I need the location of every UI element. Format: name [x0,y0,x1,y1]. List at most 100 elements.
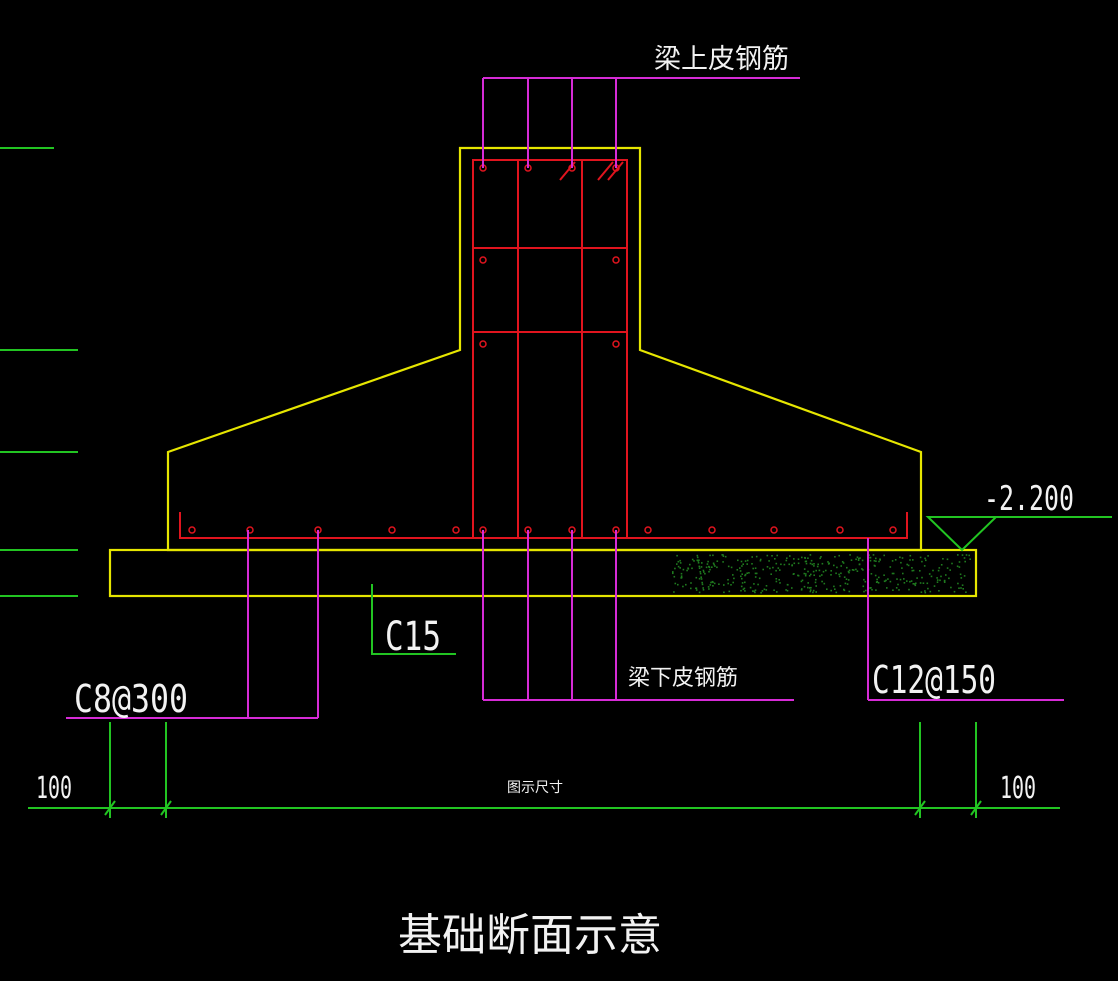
hatch-dot [924,591,927,594]
hatch-dot [921,576,923,579]
hatch-dot [679,562,682,564]
hatch-dot [828,562,830,565]
hatch-dot [961,584,964,586]
hatch-dot [700,566,703,568]
hatch-dot [709,554,711,557]
hatch-dot [804,560,807,563]
cushion-layer-outline [108,548,978,598]
hatch-dot [852,569,855,571]
hatch-dot [951,562,953,565]
hatch-dot [823,582,826,585]
hatch-dot [740,560,743,563]
hatch-dot [876,578,878,581]
hatch-dot [834,556,836,558]
hatch-dot [698,591,701,594]
hatch-dot [896,578,898,580]
hatch-dot [844,582,847,585]
dim-tick-3 [914,800,926,816]
hatch-dot [776,554,778,557]
hatch-dot [847,579,850,581]
hatch-dot [875,557,877,560]
hatch-dot [741,582,744,584]
rebar-dot [889,526,897,534]
hatch-dot [775,578,778,580]
hatch-dot [680,575,683,577]
hatch-dot [870,573,873,575]
hatch-dot [801,556,803,559]
hatch-dot [676,563,678,565]
hatch-dot [936,581,939,583]
hatch-dot [754,589,757,591]
hatch-dot [932,569,934,572]
hatch-dot [779,582,781,584]
rebar-dot [479,340,487,348]
hatch-dot [786,589,789,592]
hatch-dot [809,589,812,591]
hatch-dot [740,575,742,578]
hatch-dot [809,554,812,556]
hatch-dot [889,580,892,583]
hatch-dot [722,555,725,557]
hatch-dot [909,554,912,557]
hatch-dot [786,583,789,586]
hatch-dot [839,585,842,587]
hatch-dot [700,578,703,580]
hatch-dot [803,568,806,570]
hatch-dot [948,577,950,580]
hatch-dot [754,576,757,578]
hatch-dot [800,589,803,591]
hatch-dot [811,563,814,566]
hatch-dot [872,554,875,556]
hatch-dot [848,571,850,574]
hatch-dot [741,577,743,580]
rebar-cage [179,159,908,539]
hatch-dot [778,579,780,581]
hatch-dot [879,558,881,560]
hatch-dot [679,567,681,569]
hatch-dot [689,563,691,566]
hatch-dot [869,587,871,589]
hatch-dot [722,554,724,556]
dim-right-label: 100 [1000,771,1036,806]
hatch-dot [895,587,898,589]
hatch-dot [963,557,966,559]
hatch-dot [856,556,859,558]
hatch-dot [833,564,835,567]
hatch-dot [815,591,817,593]
rebar-dot [479,256,487,264]
hatch-dot [741,565,743,567]
hatch-dot [766,566,769,568]
rebar-dot [708,526,716,534]
hatch-dot [871,588,873,591]
hatch-dot [803,585,806,588]
hatch-dot [821,580,823,583]
hatch-dot [801,579,804,582]
hatch-dot [788,563,790,566]
hatch-dot [752,590,754,592]
stirrup-spec-label: C8@300 [74,677,188,721]
hatch-dot [708,570,710,573]
hatch-dot [769,567,771,570]
hatch-dot [751,563,753,565]
hatch-dot [911,567,913,569]
hatch-dot [835,591,838,594]
hatch-dot [672,571,674,573]
hatch-dot [906,580,908,582]
rebar-dot [612,340,620,348]
hatch-dot [840,572,842,575]
hatch-dot [754,567,757,569]
hatch-dot [713,563,715,566]
hatch-dot [709,568,711,571]
hatch-dot [707,560,709,563]
hatch-dot [897,583,899,586]
hatch-dot [793,562,796,565]
hatch-dot [786,557,788,559]
hatch-dot [748,572,750,574]
hatch-dot [820,556,822,558]
hatch-dot [936,579,939,581]
hatch-dot [805,573,807,575]
hatch-dot [746,563,748,565]
hatch-dot [857,557,860,560]
rebar-dot [644,526,652,534]
hatch-dot [765,585,768,587]
